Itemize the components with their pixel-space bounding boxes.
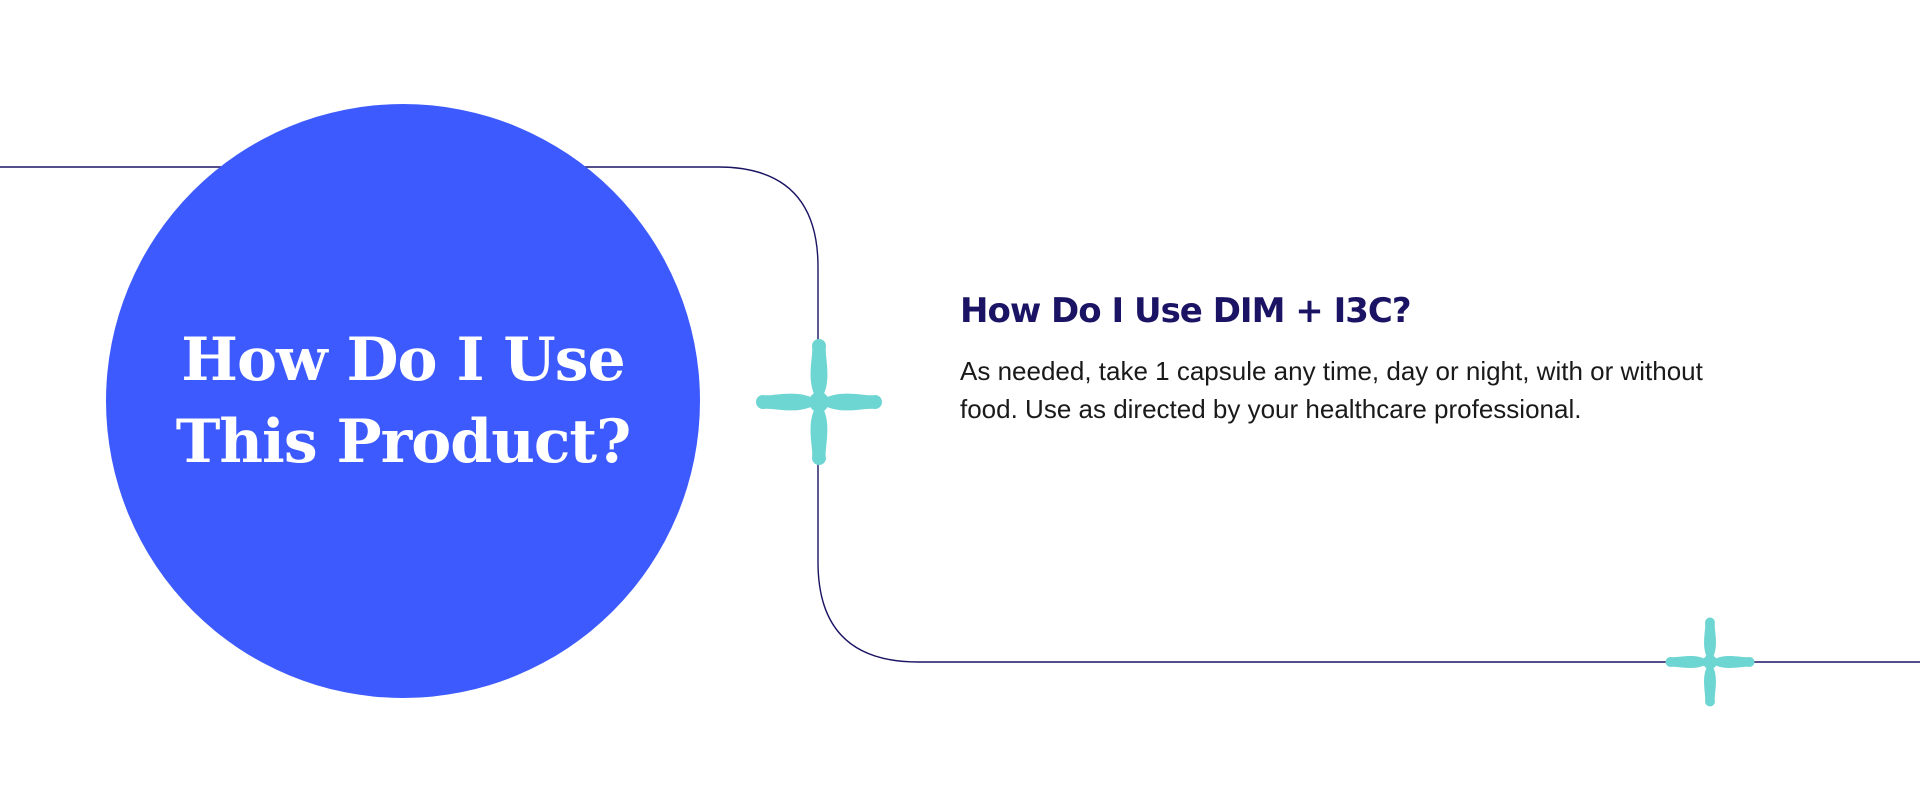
sparkle-icon <box>756 339 882 465</box>
usage-instructions: As needed, take 1 capsule any time, day … <box>960 356 1703 424</box>
usage-heading: How Do I Use DIM + I3C? <box>960 291 1412 331</box>
hero-title: How Do I Use This Product? <box>175 325 631 477</box>
hero-circle: How Do I Use This Product? <box>106 104 700 698</box>
usage-content: How Do I Use DIM + I3C? As needed, take … <box>960 286 1780 428</box>
sparkle-icon <box>1665 617 1755 707</box>
